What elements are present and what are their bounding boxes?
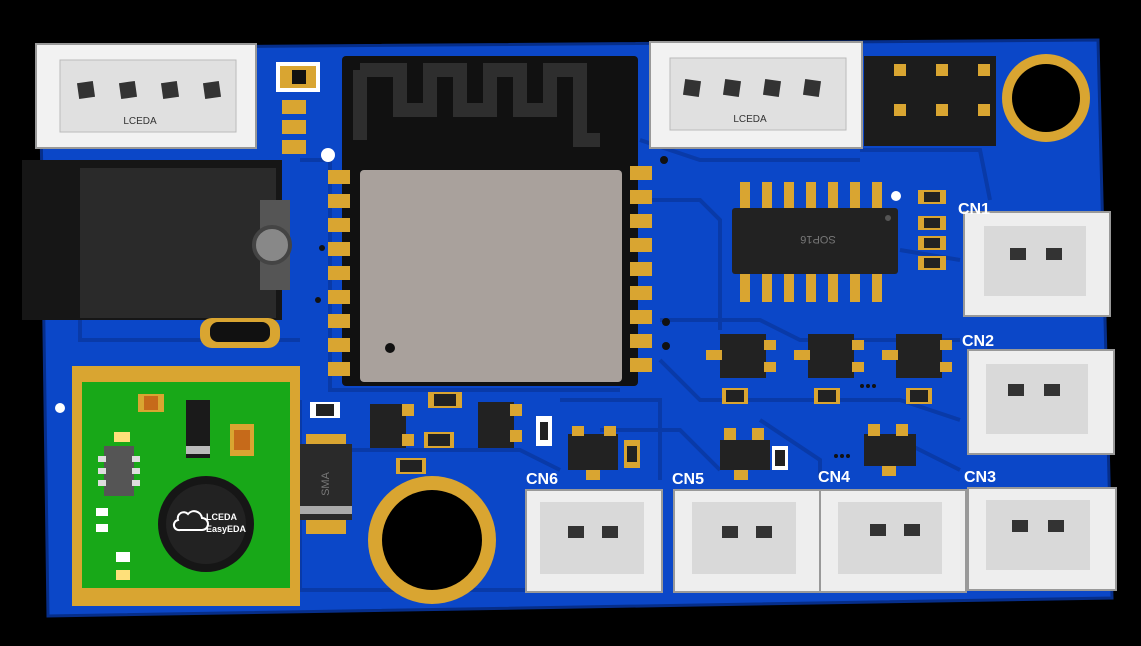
label-cn5: CN5 (672, 471, 704, 488)
cloud-logo-icon (172, 510, 209, 532)
connector-cn5: CN5 (672, 471, 821, 593)
inductor-label-2: EasyEDA (206, 524, 247, 534)
mounting-hole-top-right (1002, 54, 1090, 142)
connector-cn2: CN2 (962, 333, 1115, 455)
transistors-row-lower (310, 392, 916, 480)
label-cn6: CN6 (526, 471, 558, 488)
sma-diode-label: SMA (320, 471, 332, 496)
connector-cn6: CN6 (525, 471, 663, 593)
header-left-logo: LCEDA (123, 116, 157, 127)
sop16-label: SOP16 (800, 233, 835, 245)
connector-cn3: CN3 (964, 469, 1117, 591)
smd-components-top-left (276, 62, 335, 162)
connector-cn1: CN1 (958, 201, 1111, 317)
module-shield (360, 170, 622, 382)
label-cn2: CN2 (962, 333, 994, 350)
header-connector-middle: LCEDA (649, 41, 863, 149)
dcdc-power-module: LCEDA EasyEDA (72, 366, 300, 606)
module-pads-left (328, 170, 350, 376)
sop16-ic: SOP16 (732, 182, 901, 302)
dc-barrel-jack (22, 160, 292, 348)
transistors-row-upper (706, 334, 952, 404)
wifi-module (328, 56, 652, 386)
pin1-marker (55, 403, 65, 413)
mounting-hole-bottom (368, 476, 496, 604)
resistor-array-right (918, 190, 946, 270)
sma-diode: SMA (298, 434, 352, 534)
label-cn3: CN3 (964, 469, 996, 486)
inductor-label-1: LCEDA (206, 512, 237, 522)
header-middle-logo: LCEDA (733, 114, 767, 125)
antenna-trace (353, 63, 600, 147)
header-connector-left: LCEDA (35, 43, 257, 149)
vias (315, 156, 876, 458)
label-cn1: CN1 (958, 201, 990, 218)
pin-header-2x3 (864, 56, 996, 146)
label-cn4: CN4 (818, 469, 850, 486)
module-pads-right (630, 166, 652, 372)
